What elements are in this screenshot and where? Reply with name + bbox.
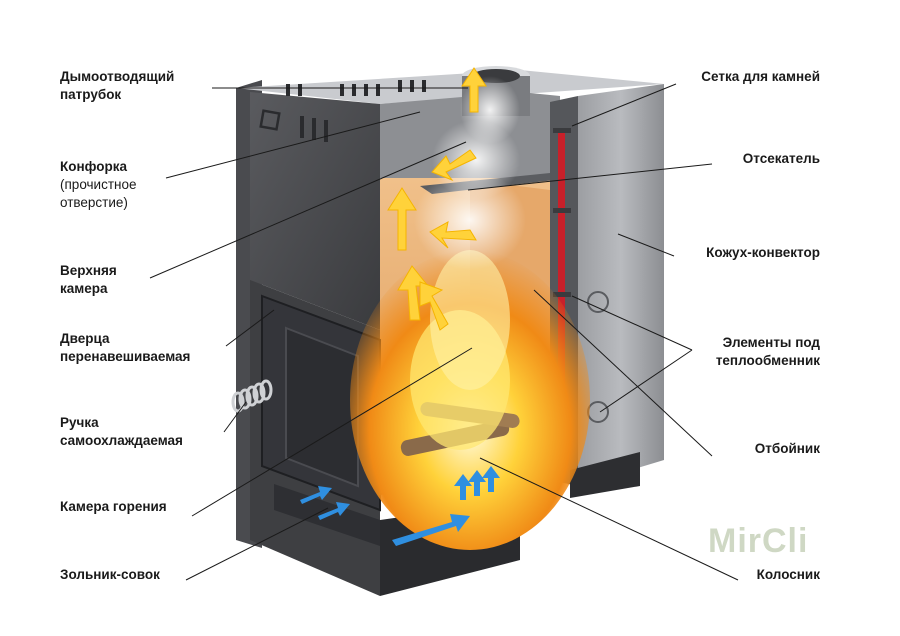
- label-combustion-chamber: Камера горения: [60, 499, 167, 514]
- right-leg: [570, 452, 640, 498]
- casing-convector: [578, 84, 664, 486]
- cold-air-arrows: [300, 466, 500, 546]
- casing-hole-1: [587, 291, 609, 313]
- front-upper-panel: [250, 92, 380, 330]
- leader-lines: [149, 83, 739, 581]
- hot-air-arrows: [387, 67, 487, 331]
- door-inset: [285, 326, 359, 488]
- label-ash-pan: Зольник-совок: [60, 567, 160, 582]
- label-deflector: Отбойник: [754, 441, 820, 456]
- front-slots: [300, 116, 328, 142]
- label-cutoff: Отсекатель: [742, 151, 820, 166]
- label-stone-grid: Сетка для камней: [701, 69, 820, 84]
- watermark: MirCli: [708, 522, 809, 560]
- label-casing-convector: Кожух-конвектор: [706, 245, 820, 260]
- label-grate: Колосник: [756, 567, 820, 582]
- heat-exchanger-tube: [558, 128, 565, 446]
- door-handle-spring: [231, 379, 273, 413]
- front-badge: [259, 109, 281, 131]
